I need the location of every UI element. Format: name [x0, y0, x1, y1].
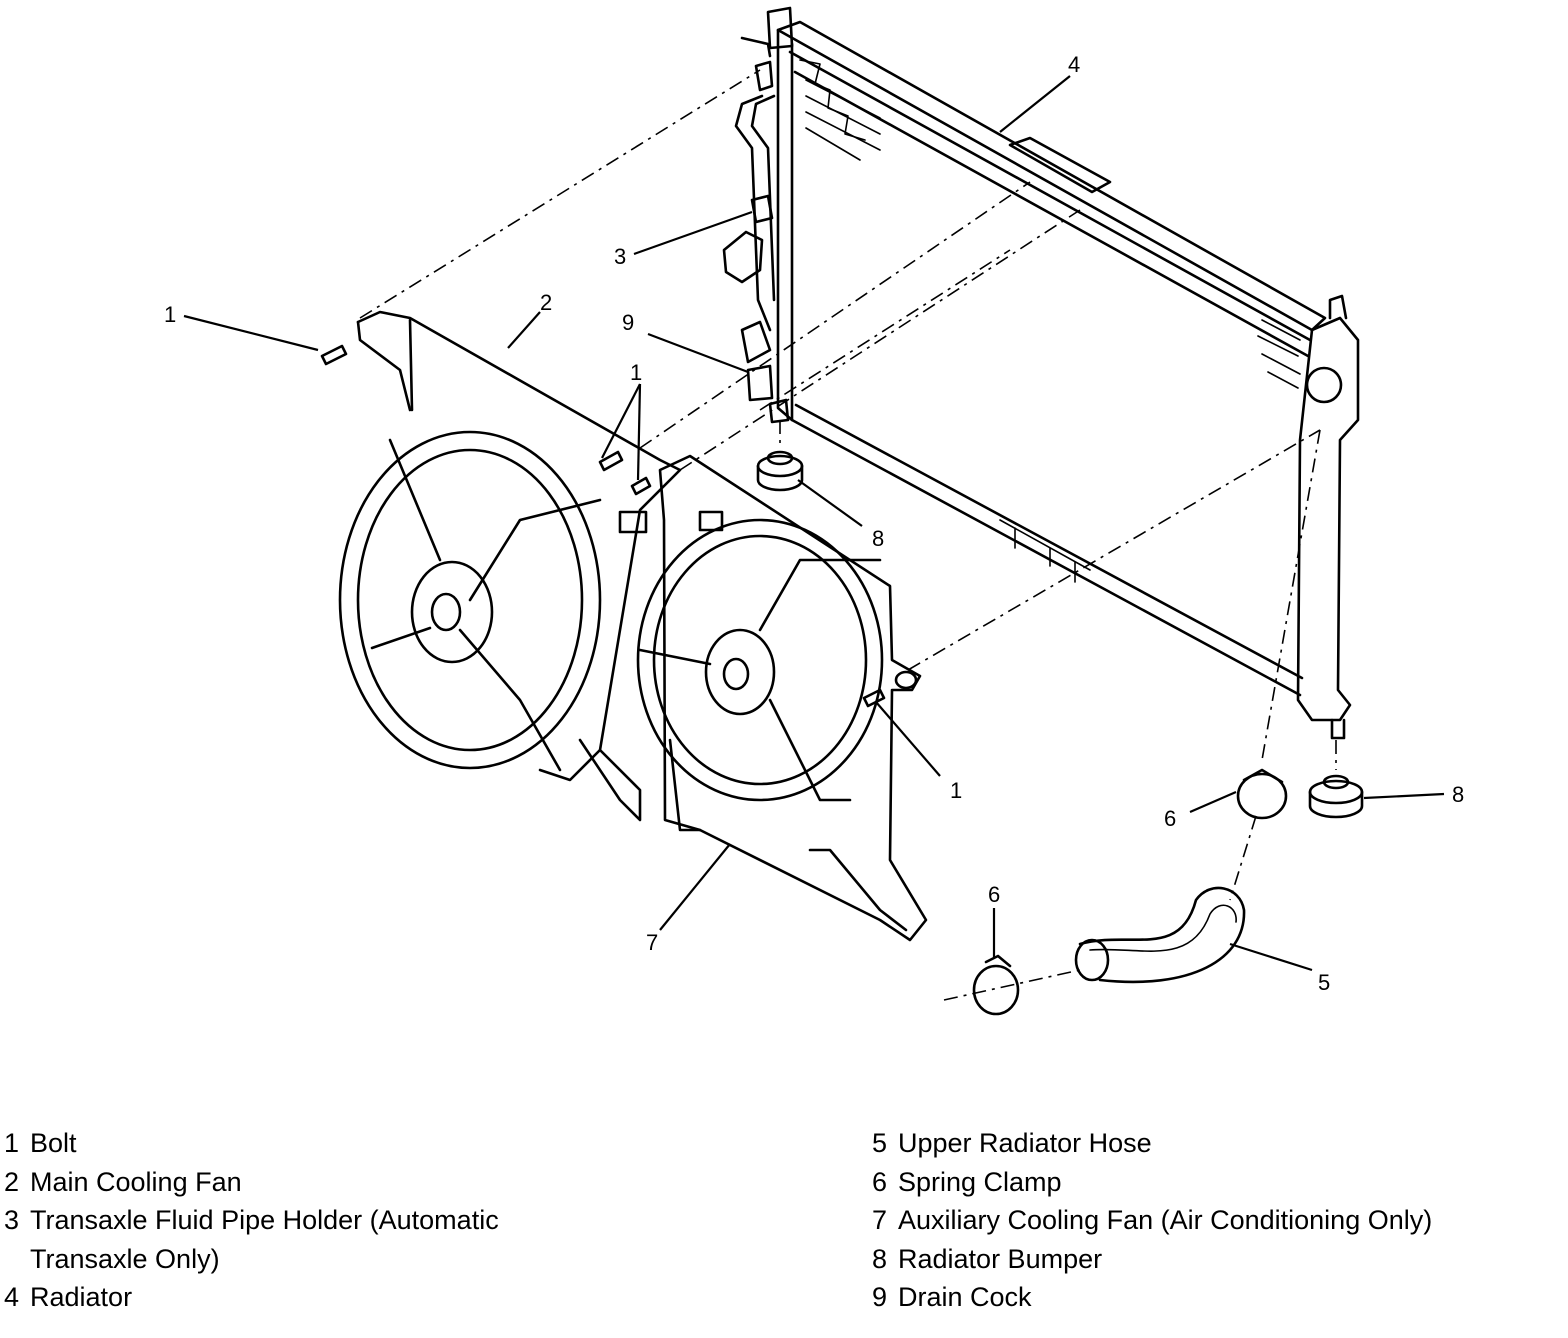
spring-clamp-lower [972, 954, 1020, 1016]
upper-radiator-hose [1074, 886, 1246, 984]
leader-lines [183, 75, 1445, 972]
main-cooling-fan [338, 310, 682, 822]
callout-8-lower: 8 [1452, 782, 1464, 807]
auxiliary-cooling-fan [636, 454, 928, 942]
callout-9: 9 [622, 310, 634, 335]
bolt-center [598, 450, 652, 496]
callout-5: 5 [1318, 970, 1330, 995]
spring-clamp-upper [1236, 768, 1288, 820]
callout-1-right: 1 [950, 778, 962, 803]
radiator-fan-exploded-diagram: 1 2 3 4 9 1 8 1 8 6 6 7 5 [164, 6, 1464, 1016]
callout-4: 4 [1068, 52, 1080, 77]
radiator [722, 6, 1360, 740]
callout-1-center: 1 [630, 360, 642, 385]
callout-6-lower: 6 [988, 882, 1000, 907]
callout-1-upper-left: 1 [164, 302, 176, 327]
callout-2: 2 [540, 290, 552, 315]
legend-item-transaxle-fluid-pipe-holder-continued: Transaxle Only) [30, 1243, 220, 1274]
radiator-bumper-upper [756, 450, 804, 492]
bolt-upper-left [320, 344, 348, 366]
callout-6-upper: 6 [1164, 806, 1176, 831]
radiator-bumper-lower [1308, 774, 1364, 819]
alignment-lines [359, 69, 1337, 1001]
callout-3: 3 [614, 244, 626, 269]
bolt-right [862, 688, 886, 708]
fan-connector-right [698, 510, 724, 532]
callout-7: 7 [646, 930, 658, 955]
fan-connector-left [618, 510, 648, 534]
callout-8-upper: 8 [872, 526, 884, 551]
